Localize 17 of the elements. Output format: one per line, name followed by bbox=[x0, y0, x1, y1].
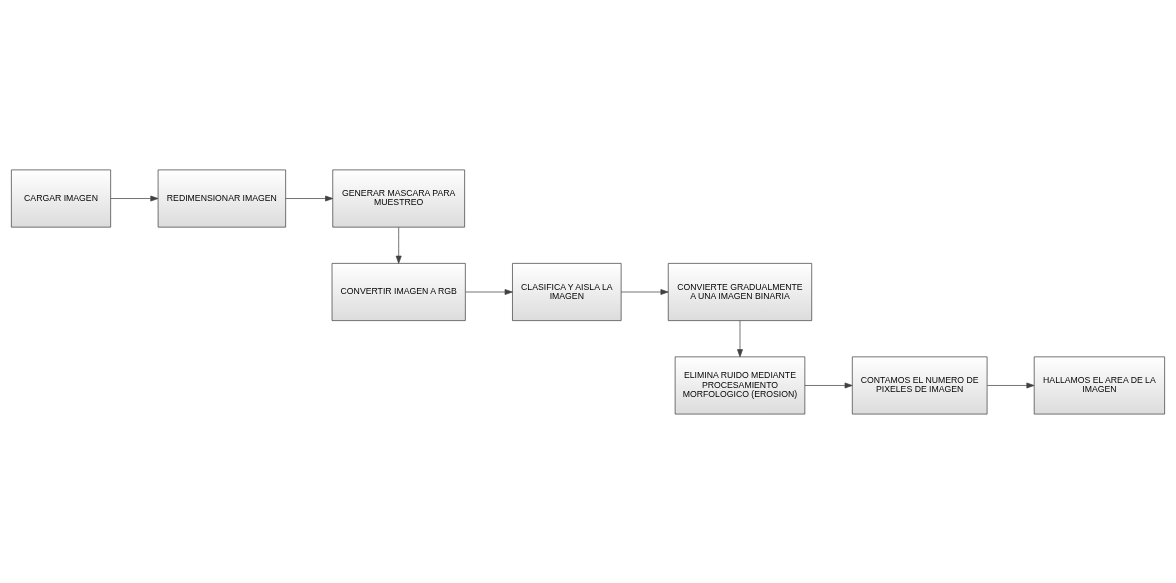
node-box: CLASIFICA Y AISLA LA IMAGEN bbox=[512, 262, 622, 321]
arrow bbox=[465, 288, 513, 295]
arrow bbox=[987, 382, 1035, 388]
arrow bbox=[110, 195, 159, 201]
node-box: CONVIERTE GRADUALMENTE A UNA IMAGEN BINARIA bbox=[667, 262, 813, 321]
node-box: HALLAMOS EL AREA DE LA IMAGEN bbox=[1033, 356, 1165, 414]
node-box: ELIMINA RUIDO MEDIANTE PROCESAMIENTO MORFOLOGICO (EROSION) bbox=[674, 356, 806, 414]
node-box: CARGAR IMAGEN bbox=[11, 169, 111, 227]
arrow bbox=[804, 382, 853, 388]
node-box: GENERAR MASCARA PARA MUESTREO bbox=[332, 169, 465, 227]
arrow bbox=[395, 226, 402, 264]
arrow bbox=[620, 288, 669, 295]
node-box: CONTAMOS EL NUMERO DE PIXELES DE IMAGEN bbox=[851, 356, 988, 414]
arrow bbox=[737, 319, 743, 357]
node-box: CONVERTIR IMAGEN A RGB bbox=[331, 262, 466, 321]
node-box: REDIMENSIONAR IMAGEN bbox=[157, 169, 286, 227]
arrow bbox=[285, 195, 334, 201]
